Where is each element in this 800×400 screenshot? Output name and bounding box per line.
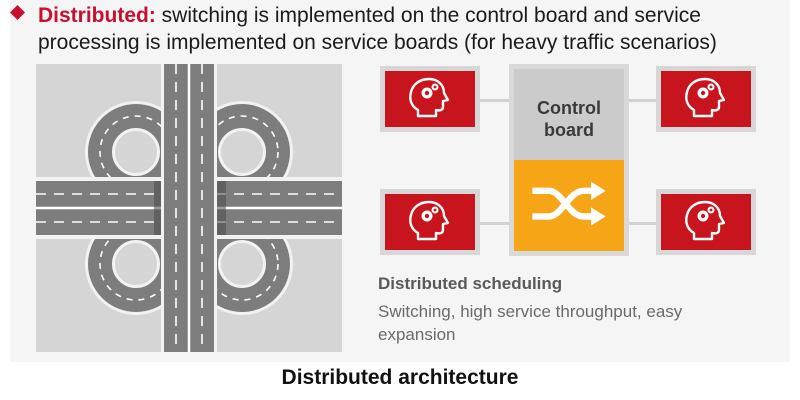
- service-board-top-left: [380, 66, 480, 132]
- connector-bottom-left: [480, 222, 509, 225]
- service-board-bottom-right: [656, 189, 756, 255]
- control-board: Control board: [509, 64, 629, 160]
- control-board-label: Control board: [537, 98, 601, 140]
- diamond-bullet-icon: [10, 5, 25, 20]
- brain-gear-head-icon: [409, 77, 450, 118]
- figure-caption: Distributed architecture: [281, 366, 519, 389]
- brain-gear-head-icon: [685, 77, 726, 118]
- connector-bottom-right: [629, 222, 656, 225]
- headline-keyword: Distributed:: [38, 4, 156, 27]
- cloverleaf-interchange-illustration: [36, 64, 342, 352]
- scheduling-description: Switching, high service throughput, easy…: [378, 302, 683, 344]
- crossing-arrows-icon: [532, 181, 606, 226]
- headline: Distributed: switching is implemented on…: [10, 2, 778, 56]
- service-board-bottom-left: [380, 189, 480, 255]
- connector-top-left: [480, 99, 509, 102]
- scheduling-title: Distributed scheduling: [378, 274, 563, 293]
- switching-unit: [509, 160, 629, 256]
- brain-gear-head-icon: [409, 200, 450, 241]
- headline-text: switching is implemented on the control …: [38, 4, 717, 54]
- service-board-top-right: [656, 66, 756, 132]
- connector-top-right: [629, 99, 656, 102]
- brain-gear-head-icon: [685, 200, 726, 241]
